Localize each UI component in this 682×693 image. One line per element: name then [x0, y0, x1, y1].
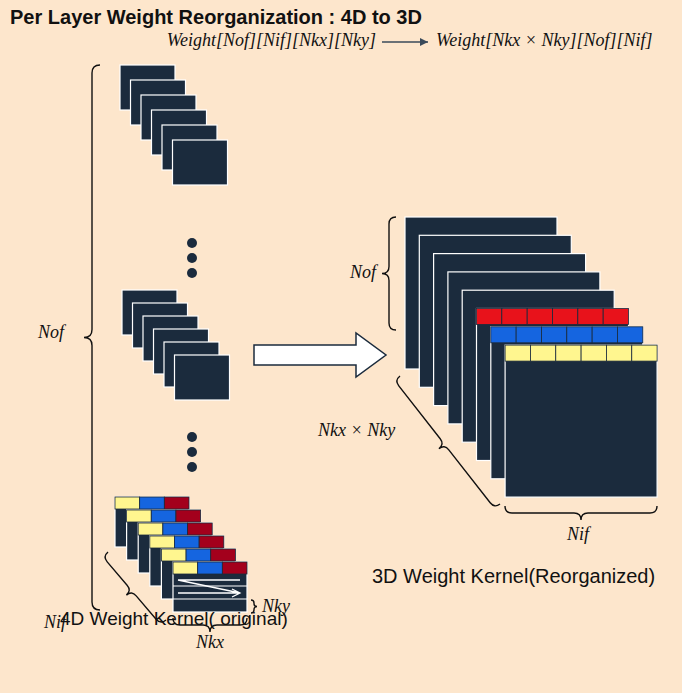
weight-cell — [127, 510, 152, 522]
weight-cell — [477, 309, 502, 325]
weight-cell — [556, 345, 581, 361]
dimension-label: Nkx — [196, 632, 224, 653]
weight-cell — [161, 549, 186, 561]
weight-cell — [578, 309, 603, 325]
weight-cell — [541, 327, 566, 343]
dimension-label: Nif — [567, 524, 589, 545]
kernel-slice — [173, 140, 228, 185]
dimension-label: Nkx × Nky — [318, 420, 395, 441]
formula-arrowhead — [420, 38, 428, 46]
weight-cell — [632, 345, 657, 361]
weight-cell — [138, 523, 163, 535]
weight-kernel-group: 4D Weight Kernel( original) — [105, 60, 250, 615]
transform-arrow — [254, 333, 386, 377]
weight-cell — [186, 549, 211, 561]
weight-cell — [164, 497, 189, 509]
weight-cell — [115, 497, 140, 509]
weight-cell — [198, 562, 223, 574]
weight-cell — [491, 327, 516, 343]
weight-kernel-group: 3D Weight Kernel(Reorganized) — [398, 210, 660, 505]
title-text: Per Layer Weight Reorganization : 4D to … — [10, 6, 422, 29]
curly-brace — [397, 376, 500, 506]
formula-text: Weight[Nkx × Nky][Nof][Nif] — [436, 30, 653, 51]
weight-cell — [174, 536, 199, 548]
ellipsis-dot — [187, 432, 197, 442]
kernel-caption: 3D Weight Kernel(Reorganized) — [372, 565, 655, 588]
weight-cell — [567, 327, 592, 343]
curly-brace — [84, 65, 100, 610]
weight-cell — [163, 523, 188, 535]
weight-cell — [617, 327, 642, 343]
dimension-label: Nof — [350, 262, 376, 283]
kernel-caption: 4D Weight Kernel( original) — [60, 608, 288, 630]
weight-cell — [199, 536, 224, 548]
ellipsis-dot — [187, 238, 197, 248]
weight-cell — [188, 523, 213, 535]
kernel-row — [173, 598, 247, 599]
weight-cell — [592, 327, 617, 343]
weight-cell — [211, 549, 236, 561]
curly-brace — [505, 506, 657, 520]
weight-cell — [581, 345, 606, 361]
weight-cell — [173, 562, 198, 574]
ellipsis-dot — [187, 253, 197, 263]
ellipsis-dot — [187, 462, 197, 472]
kernel-slice — [173, 562, 247, 612]
weight-cell — [176, 510, 201, 522]
kernel-slice — [505, 345, 657, 497]
weight-cell — [603, 309, 628, 325]
weight-cell — [553, 309, 578, 325]
dimension-label: Nof — [38, 322, 64, 343]
curly-brace — [382, 217, 396, 330]
formula-text: Weight[Nof][Nif][Nkx][Nky] — [167, 30, 376, 51]
weight-cell — [151, 510, 176, 522]
weight-cell — [606, 345, 631, 361]
weight-cell — [140, 497, 165, 509]
kernel-slice — [175, 355, 230, 400]
weight-cell — [530, 345, 555, 361]
ellipsis-dot — [187, 268, 197, 278]
ellipsis-dot — [187, 447, 197, 457]
weight-cell — [516, 327, 541, 343]
weight-cell — [150, 536, 175, 548]
weight-cell — [527, 309, 552, 325]
weight-cell — [222, 562, 247, 574]
scan-arrow — [178, 580, 240, 597]
weight-cell — [502, 309, 527, 325]
weight-cell — [505, 345, 530, 361]
